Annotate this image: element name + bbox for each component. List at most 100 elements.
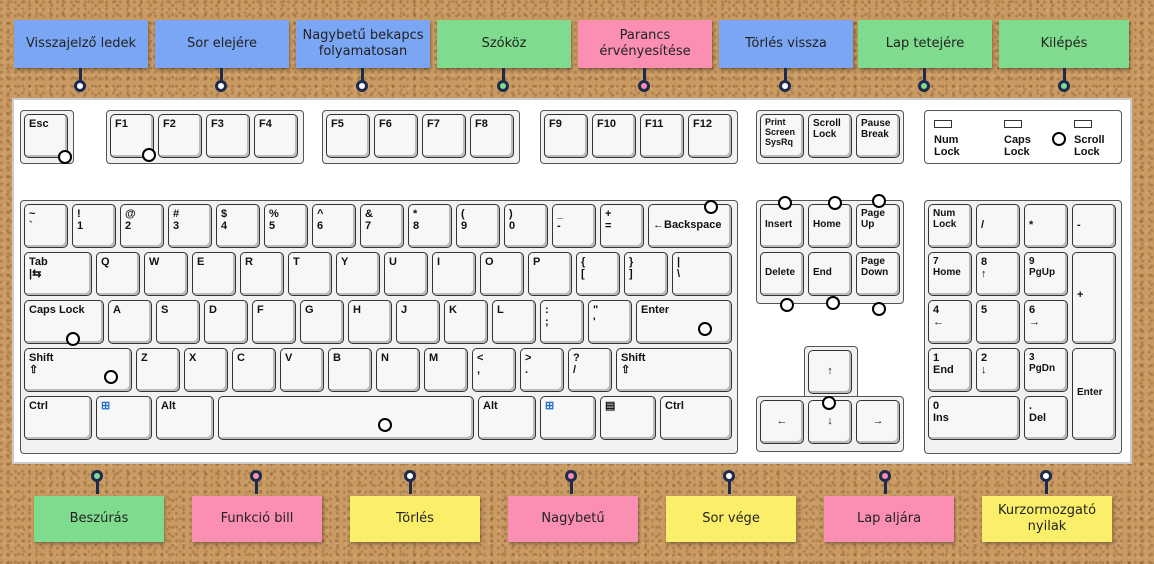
pushpin-icon: [495, 68, 511, 96]
windows-icon: ⊞: [540, 396, 596, 440]
marker-dot: [822, 396, 836, 410]
key-scroll-lock: Scroll Lock: [808, 114, 852, 158]
key-v: V: [280, 348, 324, 392]
key-7: & 7: [360, 204, 404, 248]
key-f7: F7: [422, 114, 466, 158]
key-tab: Tab |⇆: [24, 252, 92, 296]
pushpin-icon: [89, 470, 105, 494]
left-arrow-icon: ←: [760, 400, 804, 444]
key-space: [218, 396, 474, 440]
note-nagybetu: Nagybetű: [508, 496, 638, 542]
key-e: E: [192, 252, 236, 296]
key-slash: ? /: [568, 348, 612, 392]
key-z: Z: [136, 348, 180, 392]
marker-dot: [826, 296, 840, 310]
windows-icon: ⊞: [96, 396, 152, 440]
key-ctrl-right: Ctrl: [660, 396, 732, 440]
note-szokoz: Szóköz: [437, 20, 571, 68]
marker-dot: [828, 196, 842, 210]
key-n: N: [376, 348, 420, 392]
key-num-4: 4 ←: [928, 300, 972, 344]
note-torles: Törlés: [350, 496, 480, 542]
marker-dot: [780, 298, 794, 312]
key-alt-left: Alt: [156, 396, 214, 440]
key-1: ! 1: [72, 204, 116, 248]
pushpin-icon: [721, 470, 737, 494]
key-6: ^ 6: [312, 204, 356, 248]
key-a: A: [108, 300, 152, 344]
key-ctrl-left: Ctrl: [24, 396, 92, 440]
key-f6: F6: [374, 114, 418, 158]
marker-dot: [872, 194, 886, 208]
key-r: R: [240, 252, 284, 296]
note-sor-elejere: Sor elejére: [155, 20, 289, 68]
key-u: U: [384, 252, 428, 296]
key-page-up: Page Up: [856, 204, 900, 248]
marker-dot: [698, 322, 712, 336]
marker-dot: [1052, 132, 1066, 146]
key-num-1: 1 End: [928, 348, 972, 392]
key-f12: F12: [688, 114, 732, 158]
key-f10: F10: [592, 114, 636, 158]
pushpin-icon: [916, 68, 932, 96]
key-backspace: ←Backspace: [648, 204, 732, 248]
key-period: > .: [520, 348, 564, 392]
key-num-5: 5: [976, 300, 1020, 344]
marker-dot: [142, 148, 156, 162]
key-p: P: [528, 252, 572, 296]
key-shift-right: Shift ⇧: [616, 348, 732, 392]
key-num-minus: -: [1072, 204, 1116, 248]
note-beszuras: Beszúrás: [34, 496, 164, 542]
key-2: @ 2: [120, 204, 164, 248]
menu-icon: ▤: [600, 396, 656, 440]
right-arrow-icon: →: [856, 400, 900, 444]
key-x: X: [184, 348, 228, 392]
key-j: J: [396, 300, 440, 344]
key-y: Y: [336, 252, 380, 296]
key-caps-lock: Caps Lock: [24, 300, 104, 344]
key-pause-break: Pause Break: [856, 114, 900, 158]
key-w: W: [144, 252, 188, 296]
key-9: ( 9: [456, 204, 500, 248]
key-m: M: [424, 348, 468, 392]
note-sor-vege: Sor vége: [666, 496, 796, 542]
key-i: I: [432, 252, 476, 296]
key-num-del: . Del: [1024, 396, 1068, 440]
pushpin-icon: [354, 68, 370, 96]
key-home: Home: [808, 204, 852, 248]
key-s: S: [156, 300, 200, 344]
key-lbrace: { [: [576, 252, 620, 296]
key-num-7: 7 Home: [928, 252, 972, 296]
note-torles-vissza: Törlés vissza: [719, 20, 853, 68]
pushpin-icon: [213, 68, 229, 96]
note-kilepes: Kilépés: [999, 20, 1129, 68]
key-f8: F8: [470, 114, 514, 158]
key-num-slash: /: [976, 204, 1020, 248]
marker-dot: [378, 418, 392, 432]
marker-dot: [66, 332, 80, 346]
led-scroll-lock: Scroll Lock: [1074, 134, 1105, 159]
key-t: T: [288, 252, 332, 296]
key-l: L: [492, 300, 536, 344]
key-0: ) 0: [504, 204, 548, 248]
key-num-8: 8 ↑: [976, 252, 1020, 296]
key-insert: Insert: [760, 204, 804, 248]
key-num-9: 9 PgUp: [1024, 252, 1068, 296]
key-page-down: Page Down: [856, 252, 900, 296]
key-f5: F5: [326, 114, 370, 158]
key-f4: F4: [254, 114, 298, 158]
pushpin-icon: [563, 470, 579, 494]
keyboard-diagram: Esc F1 F2 F3 F4 F5 F6 F7 F8 F9 F10 F11 F…: [12, 98, 1132, 464]
led-num-lock: Num Lock: [934, 134, 960, 159]
key-g: G: [300, 300, 344, 344]
marker-dot: [704, 200, 718, 214]
key-5: % 5: [264, 204, 308, 248]
key-num-lock: Num Lock: [928, 204, 972, 248]
key-c: C: [232, 348, 276, 392]
key-tilde: ~ `: [24, 204, 68, 248]
key-print-screen: Print Screen SysRq: [760, 114, 804, 158]
key-8: * 8: [408, 204, 452, 248]
key-f2: F2: [158, 114, 202, 158]
key-enter: Enter: [636, 300, 732, 344]
key-num-star: *: [1024, 204, 1068, 248]
